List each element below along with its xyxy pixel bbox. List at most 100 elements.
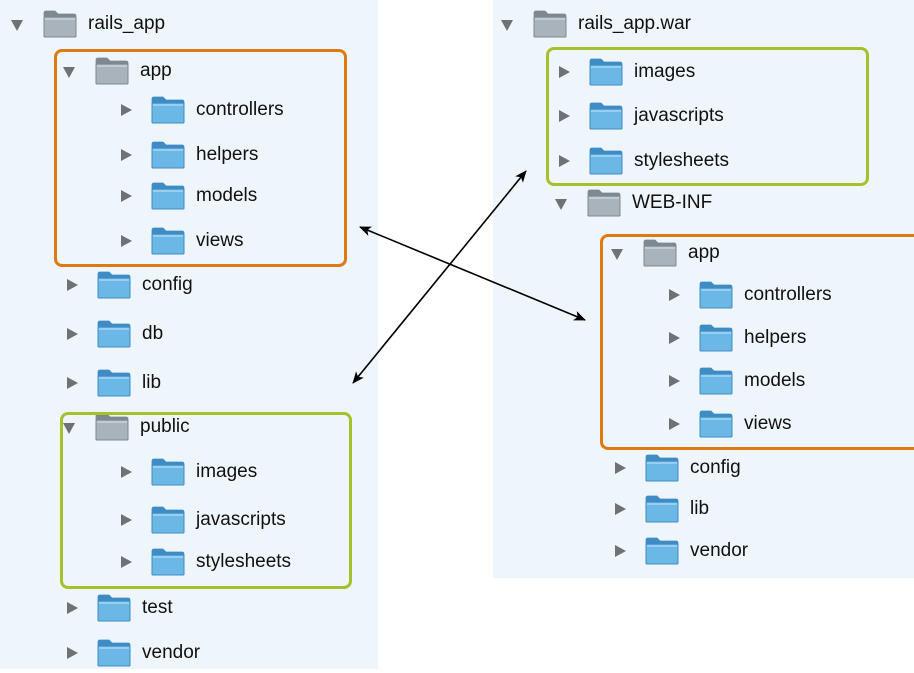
folder-label: javascripts [196, 509, 286, 530]
disclosure-triangle-right-icon[interactable] [118, 233, 134, 249]
tree-row-lib[interactable]: lib [612, 492, 709, 526]
folder-label: views [196, 230, 244, 251]
tree-row-app[interactable]: app [62, 54, 172, 88]
tree-row-rails-app[interactable]: rails_app [10, 7, 165, 41]
tree-row-controllers[interactable]: controllers [666, 278, 832, 312]
left-app-highlight-box [54, 49, 347, 267]
app-mapping-arrow [359, 226, 586, 321]
folder-icon [96, 593, 132, 623]
disclosure-triangle-right-icon[interactable] [118, 512, 134, 528]
disclosure-triangle-right-icon[interactable] [666, 373, 682, 389]
tree-row-images[interactable]: images [118, 455, 257, 489]
folder-label: images [634, 61, 696, 82]
disclosure-triangle-right-icon[interactable] [666, 330, 682, 346]
disclosure-triangle-right-icon[interactable] [64, 645, 80, 661]
folder-icon [698, 280, 734, 310]
folder-label: stylesheets [196, 551, 292, 572]
tree-row-javascripts[interactable]: javascripts [118, 503, 286, 537]
tree-row-test[interactable]: test [64, 591, 173, 625]
disclosure-triangle-down-icon[interactable] [62, 63, 78, 79]
disclosure-triangle-right-icon[interactable] [118, 147, 134, 163]
folder-icon [150, 226, 186, 256]
folder-icon [698, 366, 734, 396]
tree-row-stylesheets[interactable]: stylesheets [556, 144, 729, 178]
tree-row-config[interactable]: config [64, 268, 193, 302]
tree-row-app[interactable]: app [610, 236, 720, 270]
tree-row-models[interactable]: models [666, 364, 805, 398]
tree-row-images[interactable]: images [556, 55, 695, 89]
folder-icon [150, 181, 186, 211]
folder-icon [96, 638, 132, 668]
disclosure-triangle-down-icon[interactable] [10, 16, 26, 32]
tree-row-javascripts[interactable]: javascripts [556, 99, 724, 133]
gray-folder-icon [586, 188, 622, 218]
disclosure-triangle-right-icon[interactable] [612, 543, 628, 559]
tree-row-helpers[interactable]: helpers [118, 138, 258, 172]
folder-icon [150, 95, 186, 125]
disclosure-triangle-right-icon[interactable] [666, 416, 682, 432]
folder-label: app [688, 242, 720, 263]
tree-row-vendor[interactable]: vendor [612, 534, 748, 568]
disclosure-triangle-down-icon[interactable] [610, 245, 626, 261]
tree-row-stylesheets[interactable]: stylesheets [118, 545, 291, 579]
tree-row-db[interactable]: db [64, 317, 163, 351]
tree-row-web-inf[interactable]: WEB-INF [554, 186, 712, 220]
folder-icon [150, 547, 186, 577]
disclosure-triangle-down-icon[interactable] [500, 16, 516, 32]
folder-label: rails_app [88, 13, 166, 34]
folder-label: images [196, 461, 258, 482]
folder-label: lib [142, 372, 162, 393]
tree-row-rails-app-war[interactable]: rails_app.war [500, 7, 691, 41]
gray-folder-icon [94, 412, 130, 442]
disclosure-triangle-down-icon[interactable] [554, 195, 570, 211]
folder-icon [698, 409, 734, 439]
folder-icon [96, 270, 132, 300]
tree-row-helpers[interactable]: helpers [666, 321, 806, 355]
disclosure-triangle-right-icon[interactable] [118, 188, 134, 204]
disclosure-triangle-right-icon[interactable] [64, 326, 80, 342]
disclosure-triangle-right-icon[interactable] [118, 102, 134, 118]
folder-icon [588, 101, 624, 131]
folder-label: db [142, 323, 164, 344]
public-mapping-arrow [352, 170, 527, 384]
folder-label: javascripts [634, 105, 724, 126]
tree-row-config[interactable]: config [612, 451, 741, 485]
disclosure-triangle-right-icon[interactable] [64, 277, 80, 293]
left-tree-panel [0, 0, 378, 669]
left-public-highlight-box [60, 412, 352, 589]
disclosure-triangle-right-icon[interactable] [612, 501, 628, 517]
tree-row-lib[interactable]: lib [64, 366, 161, 400]
disclosure-triangle-right-icon[interactable] [64, 375, 80, 391]
disclosure-triangle-right-icon[interactable] [118, 554, 134, 570]
disclosure-triangle-right-icon[interactable] [118, 464, 134, 480]
folder-label: stylesheets [634, 150, 730, 171]
folder-icon [644, 453, 680, 483]
folder-icon [150, 505, 186, 535]
folder-label: WEB-INF [632, 192, 713, 213]
folder-label: models [196, 185, 258, 206]
folder-label: config [142, 274, 193, 295]
right-app-highlight-box [600, 234, 914, 450]
disclosure-triangle-right-icon[interactable] [556, 153, 572, 169]
gray-folder-icon [642, 238, 678, 268]
disclosure-triangle-right-icon[interactable] [666, 287, 682, 303]
disclosure-triangle-right-icon[interactable] [64, 600, 80, 616]
disclosure-triangle-right-icon[interactable] [612, 460, 628, 476]
right-public-highlight-box [546, 47, 869, 186]
tree-row-models[interactable]: models [118, 179, 257, 213]
tree-row-views[interactable]: views [666, 407, 792, 441]
tree-row-vendor[interactable]: vendor [64, 636, 200, 670]
tree-row-views[interactable]: views [118, 224, 244, 258]
folder-label: app [140, 60, 172, 81]
tree-row-controllers[interactable]: controllers [118, 93, 284, 127]
folder-label: rails_app.war [578, 13, 691, 34]
folder-label: controllers [196, 99, 284, 120]
folder-icon [644, 536, 680, 566]
folder-icon [96, 368, 132, 398]
folder-label: config [690, 457, 741, 478]
folder-label: test [142, 597, 173, 618]
tree-row-public[interactable]: public [62, 410, 190, 444]
disclosure-triangle-down-icon[interactable] [62, 419, 78, 435]
disclosure-triangle-right-icon[interactable] [556, 64, 572, 80]
disclosure-triangle-right-icon[interactable] [556, 108, 572, 124]
